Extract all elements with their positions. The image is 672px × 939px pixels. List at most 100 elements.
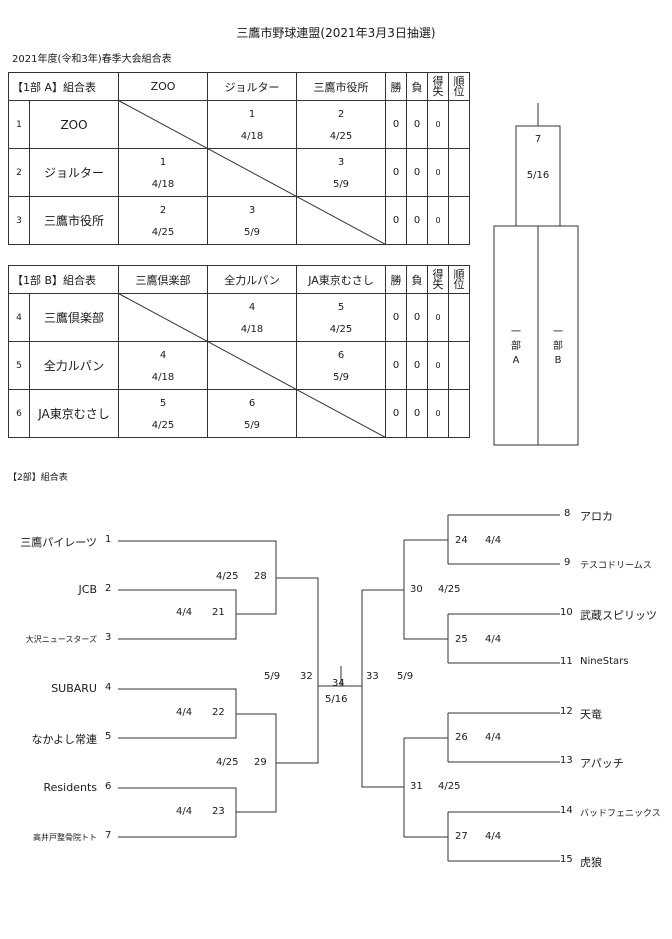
team-name: 全力ルパン	[29, 341, 119, 390]
team-number-4: 4	[105, 682, 112, 693]
team-name-15: 虎狼	[580, 856, 602, 869]
match-cell: 2 4/25	[118, 196, 208, 245]
rank-value	[448, 341, 470, 390]
row-number: 4	[8, 293, 30, 342]
team-name: ジョルター	[29, 148, 119, 197]
group-a-header-team-3: 三鷹市役所	[296, 72, 386, 101]
run-diff-value: 0	[427, 389, 449, 438]
match-cell: 6 5/9	[296, 341, 386, 390]
run-diff-value: 0	[427, 293, 449, 342]
self-match-cell	[118, 293, 208, 342]
run-diff-value: 0	[427, 148, 449, 197]
self-match-cell	[207, 341, 297, 390]
team-name-5: なかよし常連	[31, 733, 97, 746]
team-number-1: 1	[105, 534, 112, 545]
losses-value: 0	[406, 196, 428, 245]
team-number-13: 13	[560, 755, 573, 766]
page-subtitle: 2021年度(令和3年)春季大会組合表	[12, 54, 172, 65]
self-match-cell	[207, 148, 297, 197]
game-date: 5/9	[332, 179, 350, 190]
game-number: 3	[248, 205, 256, 216]
team-name-1: 三鷹パイレーツ	[20, 536, 97, 549]
self-match-cell	[296, 196, 386, 245]
game-number: 6	[337, 350, 345, 361]
game-number: 3	[337, 157, 345, 168]
group-a-header-team-2: ジョルター	[207, 72, 297, 101]
game-33-date: 5/9	[397, 671, 414, 682]
team-number-11: 11	[560, 656, 573, 667]
losses-value: 0	[406, 341, 428, 390]
game-21-number: 21	[212, 607, 225, 618]
row-number: 2	[8, 148, 30, 197]
row-number: 1	[8, 100, 30, 149]
team-number-6: 6	[105, 781, 112, 792]
game-22-number: 22	[212, 707, 225, 718]
team-number-2: 2	[105, 583, 112, 594]
game-number: 4	[248, 302, 256, 313]
game-23-date: 4/4	[176, 806, 193, 817]
game-34-number: 34	[332, 678, 345, 689]
losses-value: 0	[406, 100, 428, 149]
team-number-3: 3	[105, 632, 112, 643]
group-b-header-team-3: JA東京むさし	[296, 265, 386, 294]
team-name: JA東京むさし	[29, 389, 119, 438]
team-name-3: 大沢ニュースターズ	[25, 635, 97, 644]
match-cell: 4 4/18	[207, 293, 297, 342]
game-25-date: 4/4	[485, 634, 502, 645]
game-number: 1	[248, 109, 256, 120]
game-date: 4/25	[329, 131, 353, 142]
losses-value: 0	[406, 293, 428, 342]
self-match-cell	[296, 389, 386, 438]
game-date: 4/25	[151, 420, 175, 431]
game-32-date: 5/9	[264, 671, 281, 682]
final-game-date: 5/16	[526, 170, 550, 181]
rank-value	[448, 389, 470, 438]
team-name-12: 天竜	[580, 708, 602, 721]
team-name-11: NineStars	[580, 656, 629, 667]
row-number: 6	[8, 389, 30, 438]
team-name-2: JCB	[78, 583, 97, 596]
match-cell: 2 4/25	[296, 100, 386, 149]
losses-value: 0	[406, 389, 428, 438]
match-cell: 3 5/9	[296, 148, 386, 197]
team-name-10: 武蔵スピリッツ	[580, 609, 657, 622]
game-number: 2	[159, 205, 167, 216]
group-b-caption: 【1部 B】組合表	[8, 265, 119, 294]
game-date: 5/9	[332, 372, 350, 383]
game-date: 4/25	[151, 227, 175, 238]
row-number: 3	[8, 196, 30, 245]
rank-value	[448, 148, 470, 197]
game-30-date: 4/25	[438, 584, 461, 595]
bracket-line-g33	[361, 590, 404, 788]
run-diff-value: 0	[427, 196, 449, 245]
run-diff-header: 得失	[427, 265, 449, 294]
bracket-line-g28	[118, 540, 277, 615]
game-date: 4/18	[240, 324, 264, 335]
game-31-date: 4/25	[438, 781, 461, 792]
rank-value	[448, 293, 470, 342]
rank-header: 順位	[448, 265, 470, 294]
game-31-number: 31	[410, 781, 423, 792]
game-date: 4/25	[329, 324, 353, 335]
team-number-12: 12	[560, 706, 573, 717]
game-27-number: 27	[455, 831, 468, 842]
team-name-9: テスコドリームス	[580, 561, 652, 571]
game-number: 1	[159, 157, 167, 168]
team-number-10: 10	[560, 607, 573, 618]
game-number: 2	[337, 109, 345, 120]
wins-header: 勝	[385, 72, 407, 101]
section2-caption: 【2部】組合表	[8, 473, 68, 483]
losses-header: 負	[406, 72, 428, 101]
wins-value: 0	[385, 148, 407, 197]
team-name: ZOO	[29, 100, 119, 149]
